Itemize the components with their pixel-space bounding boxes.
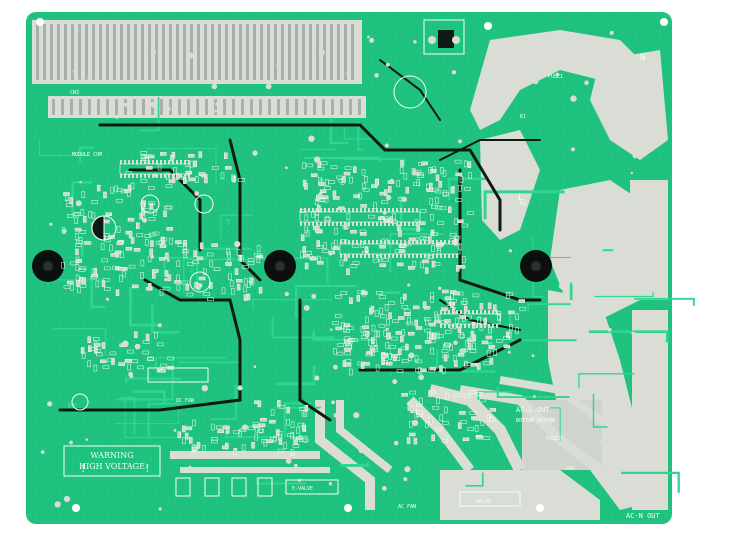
warning-box: ! ! WARNING HIGH VOLTAGE — [63, 445, 161, 477]
mounting-holes — [32, 18, 668, 512]
silkscreen-labels: MODULE COM AC-L OUT AC-N OUT AC FAN DC F… — [70, 53, 661, 520]
label-valve: VALVE — [476, 499, 491, 505]
label-k1: K1 — [520, 114, 526, 120]
regulator-footprint — [423, 19, 465, 55]
label-ac-n-out: AC-N OUT — [626, 512, 661, 520]
label-fuse1: FUSE1 — [548, 74, 563, 80]
label-k2: K2 — [520, 201, 526, 207]
black-traces — [58, 59, 542, 422]
smd-components — [61, 151, 526, 456]
label-module-com: MODULE COM — [72, 152, 102, 158]
warning-text-line2: HIGH VOLTAGE — [79, 462, 145, 471]
label-bottom-heater: BOTTOM HEATER — [516, 418, 556, 424]
label-cn5: CN5 — [566, 466, 575, 472]
pcb-traces — [38, 97, 695, 493]
label-l: L — [518, 193, 523, 203]
heatsink-fins-lower — [52, 99, 361, 115]
label-dc-fan: DC FAN — [176, 398, 194, 404]
label-fuse2: FUSE2 — [546, 436, 561, 442]
label-cn3: CN3 — [70, 90, 79, 96]
svg-text:!: ! — [80, 462, 87, 475]
label-ac-l-out: AC-L OUT — [516, 406, 551, 414]
heatsink-copper-area — [32, 20, 366, 118]
label-n: N — [640, 53, 645, 63]
svg-text:!: ! — [144, 462, 151, 475]
power-copper-area — [440, 30, 668, 520]
warning-text-line1: WARNING — [90, 451, 133, 460]
capacitor-footprints — [71, 75, 427, 411]
connectors — [147, 367, 521, 507]
solder-pads — [40, 30, 660, 511]
label-e-valve: E-VALVE — [292, 486, 313, 492]
label-ac-fan: AC FAN — [398, 504, 416, 510]
bottom-copper-strips — [170, 376, 643, 510]
